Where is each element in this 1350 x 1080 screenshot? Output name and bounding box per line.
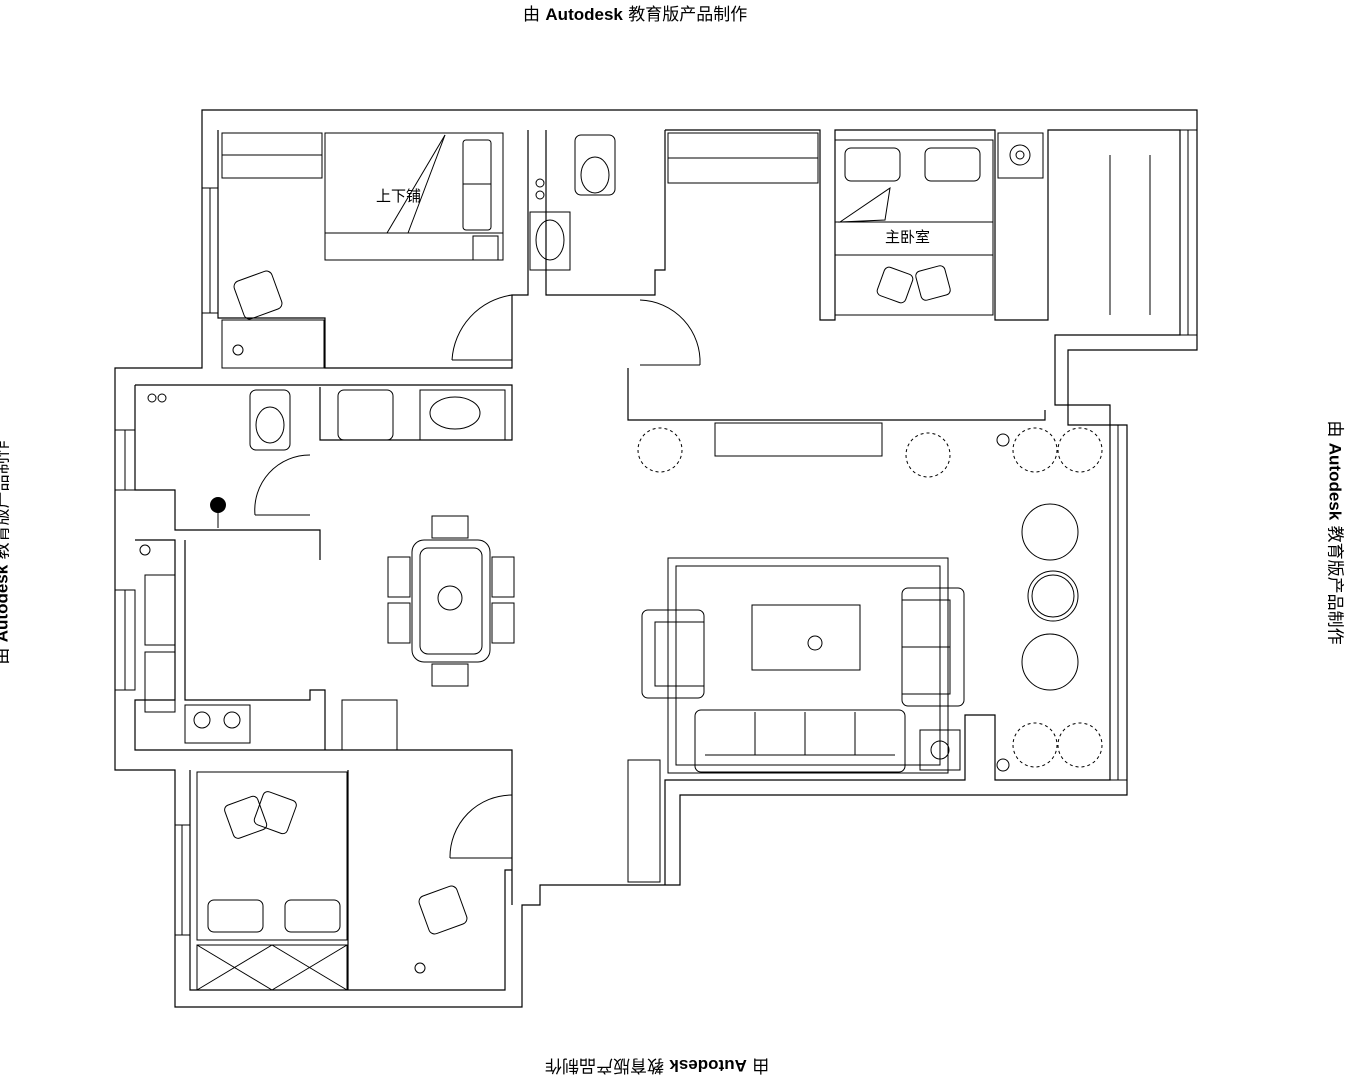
toilet xyxy=(250,135,615,450)
kitchen-counter xyxy=(140,179,544,743)
desk-chair xyxy=(222,269,469,973)
windows xyxy=(115,130,1197,935)
bunk-bed: 上下铺 xyxy=(325,133,503,260)
watermark-top: 由 Autodesk 教育版产品制作 xyxy=(523,5,748,25)
outer-walls xyxy=(115,110,1197,1007)
plants xyxy=(638,428,1102,771)
cabinet xyxy=(342,423,882,882)
wardrobe xyxy=(222,133,818,183)
master-bed: 主卧室 xyxy=(835,140,993,315)
master-bedroom-label: 主卧室 xyxy=(885,228,930,246)
coffee-table xyxy=(752,605,860,670)
rug xyxy=(668,558,948,773)
washbasin xyxy=(338,212,570,440)
bunk-bed-label: 上下铺 xyxy=(376,187,421,205)
clothes-rail xyxy=(1110,155,1150,315)
sofa xyxy=(642,588,964,772)
doors xyxy=(255,295,700,858)
dining-table xyxy=(388,516,514,686)
second-bed xyxy=(197,772,347,990)
lounge-chairs xyxy=(1022,504,1078,690)
floor-lamp xyxy=(210,497,226,528)
